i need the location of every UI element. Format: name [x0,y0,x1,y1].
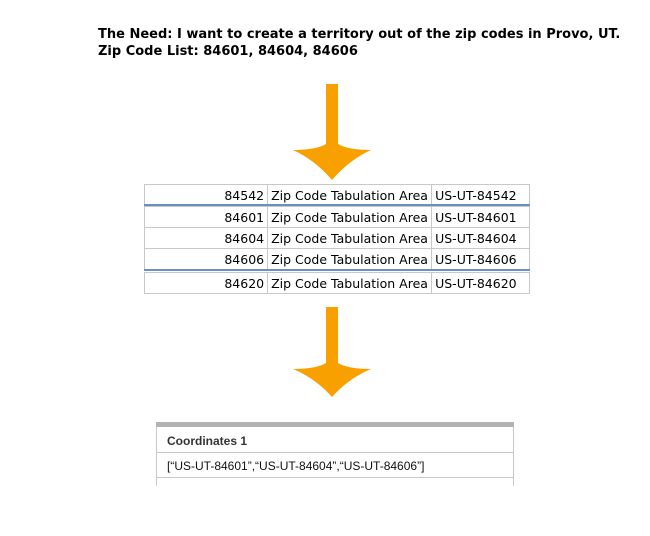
arrow-shape [293,84,371,180]
table-row: 84601 Zip Code Tabulation Area US-UT-846… [143,206,530,228]
down-arrow-icon [293,307,371,397]
table-row: 84604 Zip Code Tabulation Area US-UT-846… [143,227,530,249]
zip-cell: 84620 [143,272,269,294]
spreadsheet-excerpt: 84542 Zip Code Tabulation Area US-UT-845… [143,184,530,294]
zip-code-table: 84601 Zip Code Tabulation Area US-UT-846… [143,206,530,270]
grid-line [156,452,514,453]
zip-code-list: Zip Code List: 84601, 84604, 84606 [98,44,358,59]
zip-cell: 84542 [143,184,269,206]
selection-separator-bottom [144,269,530,271]
table-row: 84606 Zip Code Tabulation Area US-UT-846… [143,248,530,270]
selection-separator-top [144,204,530,206]
grid-line [513,427,514,486]
zip-cell: 84601 [143,206,269,228]
need-line: The Need: I want to create a territory o… [98,27,621,42]
table-row: 84620 Zip Code Tabulation Area US-UT-846… [143,272,530,294]
zip-cell: 84604 [143,227,269,249]
id-cell: US-UT-84620 [431,272,530,294]
type-cell: Zip Code Tabulation Area [267,272,433,294]
coordinates-column-header: Coordinates 1 [167,434,248,448]
table-header-bar [156,422,514,427]
type-cell: Zip Code Tabulation Area [267,227,433,249]
table-row: 84542 Zip Code Tabulation Area US-UT-845… [143,184,530,206]
partial-row-above: 84542 Zip Code Tabulation Area US-UT-845… [143,184,530,206]
id-cell: US-UT-84601 [431,206,530,228]
id-cell: US-UT-84606 [431,248,530,270]
coordinates-table: Coordinates 1 [“US-UT-84601”,“US-UT-8460… [156,422,514,486]
type-cell: Zip Code Tabulation Area [267,206,433,228]
type-cell: Zip Code Tabulation Area [267,184,433,206]
zip-cell: 84606 [143,248,269,270]
need-statement: The Need: I want to create a territory o… [98,26,638,60]
grid-line [156,427,157,486]
id-cell: US-UT-84542 [431,184,530,206]
grid-line [156,477,514,478]
arrow-shape [293,307,371,397]
id-cell: US-UT-84604 [431,227,530,249]
type-cell: Zip Code Tabulation Area [267,248,433,270]
coordinates-value: [“US-UT-84601”,“US-UT-84604”,“US-UT-8460… [167,459,425,473]
partial-row-below: 84620 Zip Code Tabulation Area US-UT-846… [143,272,530,294]
down-arrow-icon [293,84,371,180]
